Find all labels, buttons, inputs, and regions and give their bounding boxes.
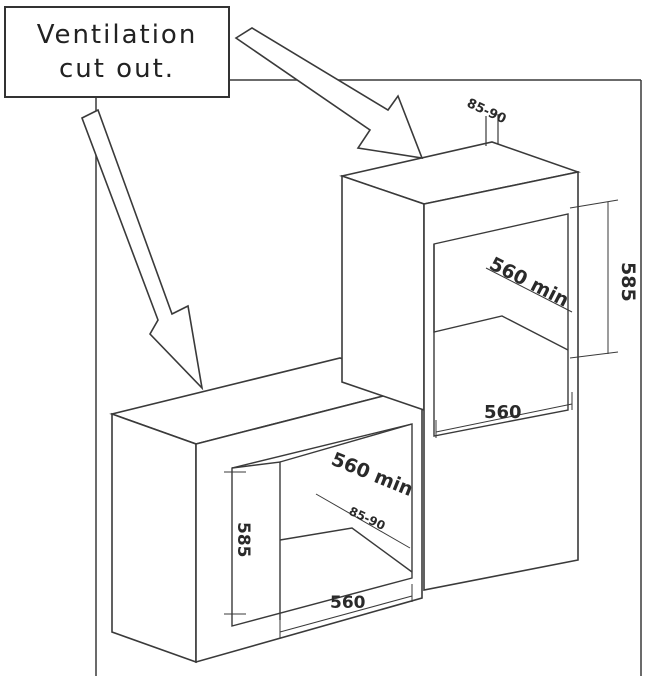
dimension-lines	[224, 199, 619, 638]
upper-oven-niche	[433, 213, 569, 437]
upper-gap-marker	[485, 114, 499, 146]
callout-line-2: cut out.	[58, 54, 176, 84]
ventilation-arrow-upper	[234, 27, 424, 160]
lower-cabinet-left-side	[111, 412, 197, 664]
lower-cabinet-front	[195, 384, 423, 664]
upper-cabinet-left-side	[341, 174, 425, 412]
callout-line-1: Ventilation	[36, 20, 198, 50]
upper-height-label: 585	[617, 262, 639, 302]
lower-height-label: 585	[233, 522, 253, 558]
upper-cabinet-front	[423, 171, 579, 591]
upper-cabinet	[339, 141, 581, 591]
ventilation-callout-box: Ventilation cut out.	[4, 6, 230, 98]
lower-width-label: 560	[330, 593, 366, 613]
lower-cabinet	[109, 357, 425, 664]
upper-width-label: 560	[484, 402, 522, 423]
ventilation-arrow-lower	[80, 108, 204, 391]
